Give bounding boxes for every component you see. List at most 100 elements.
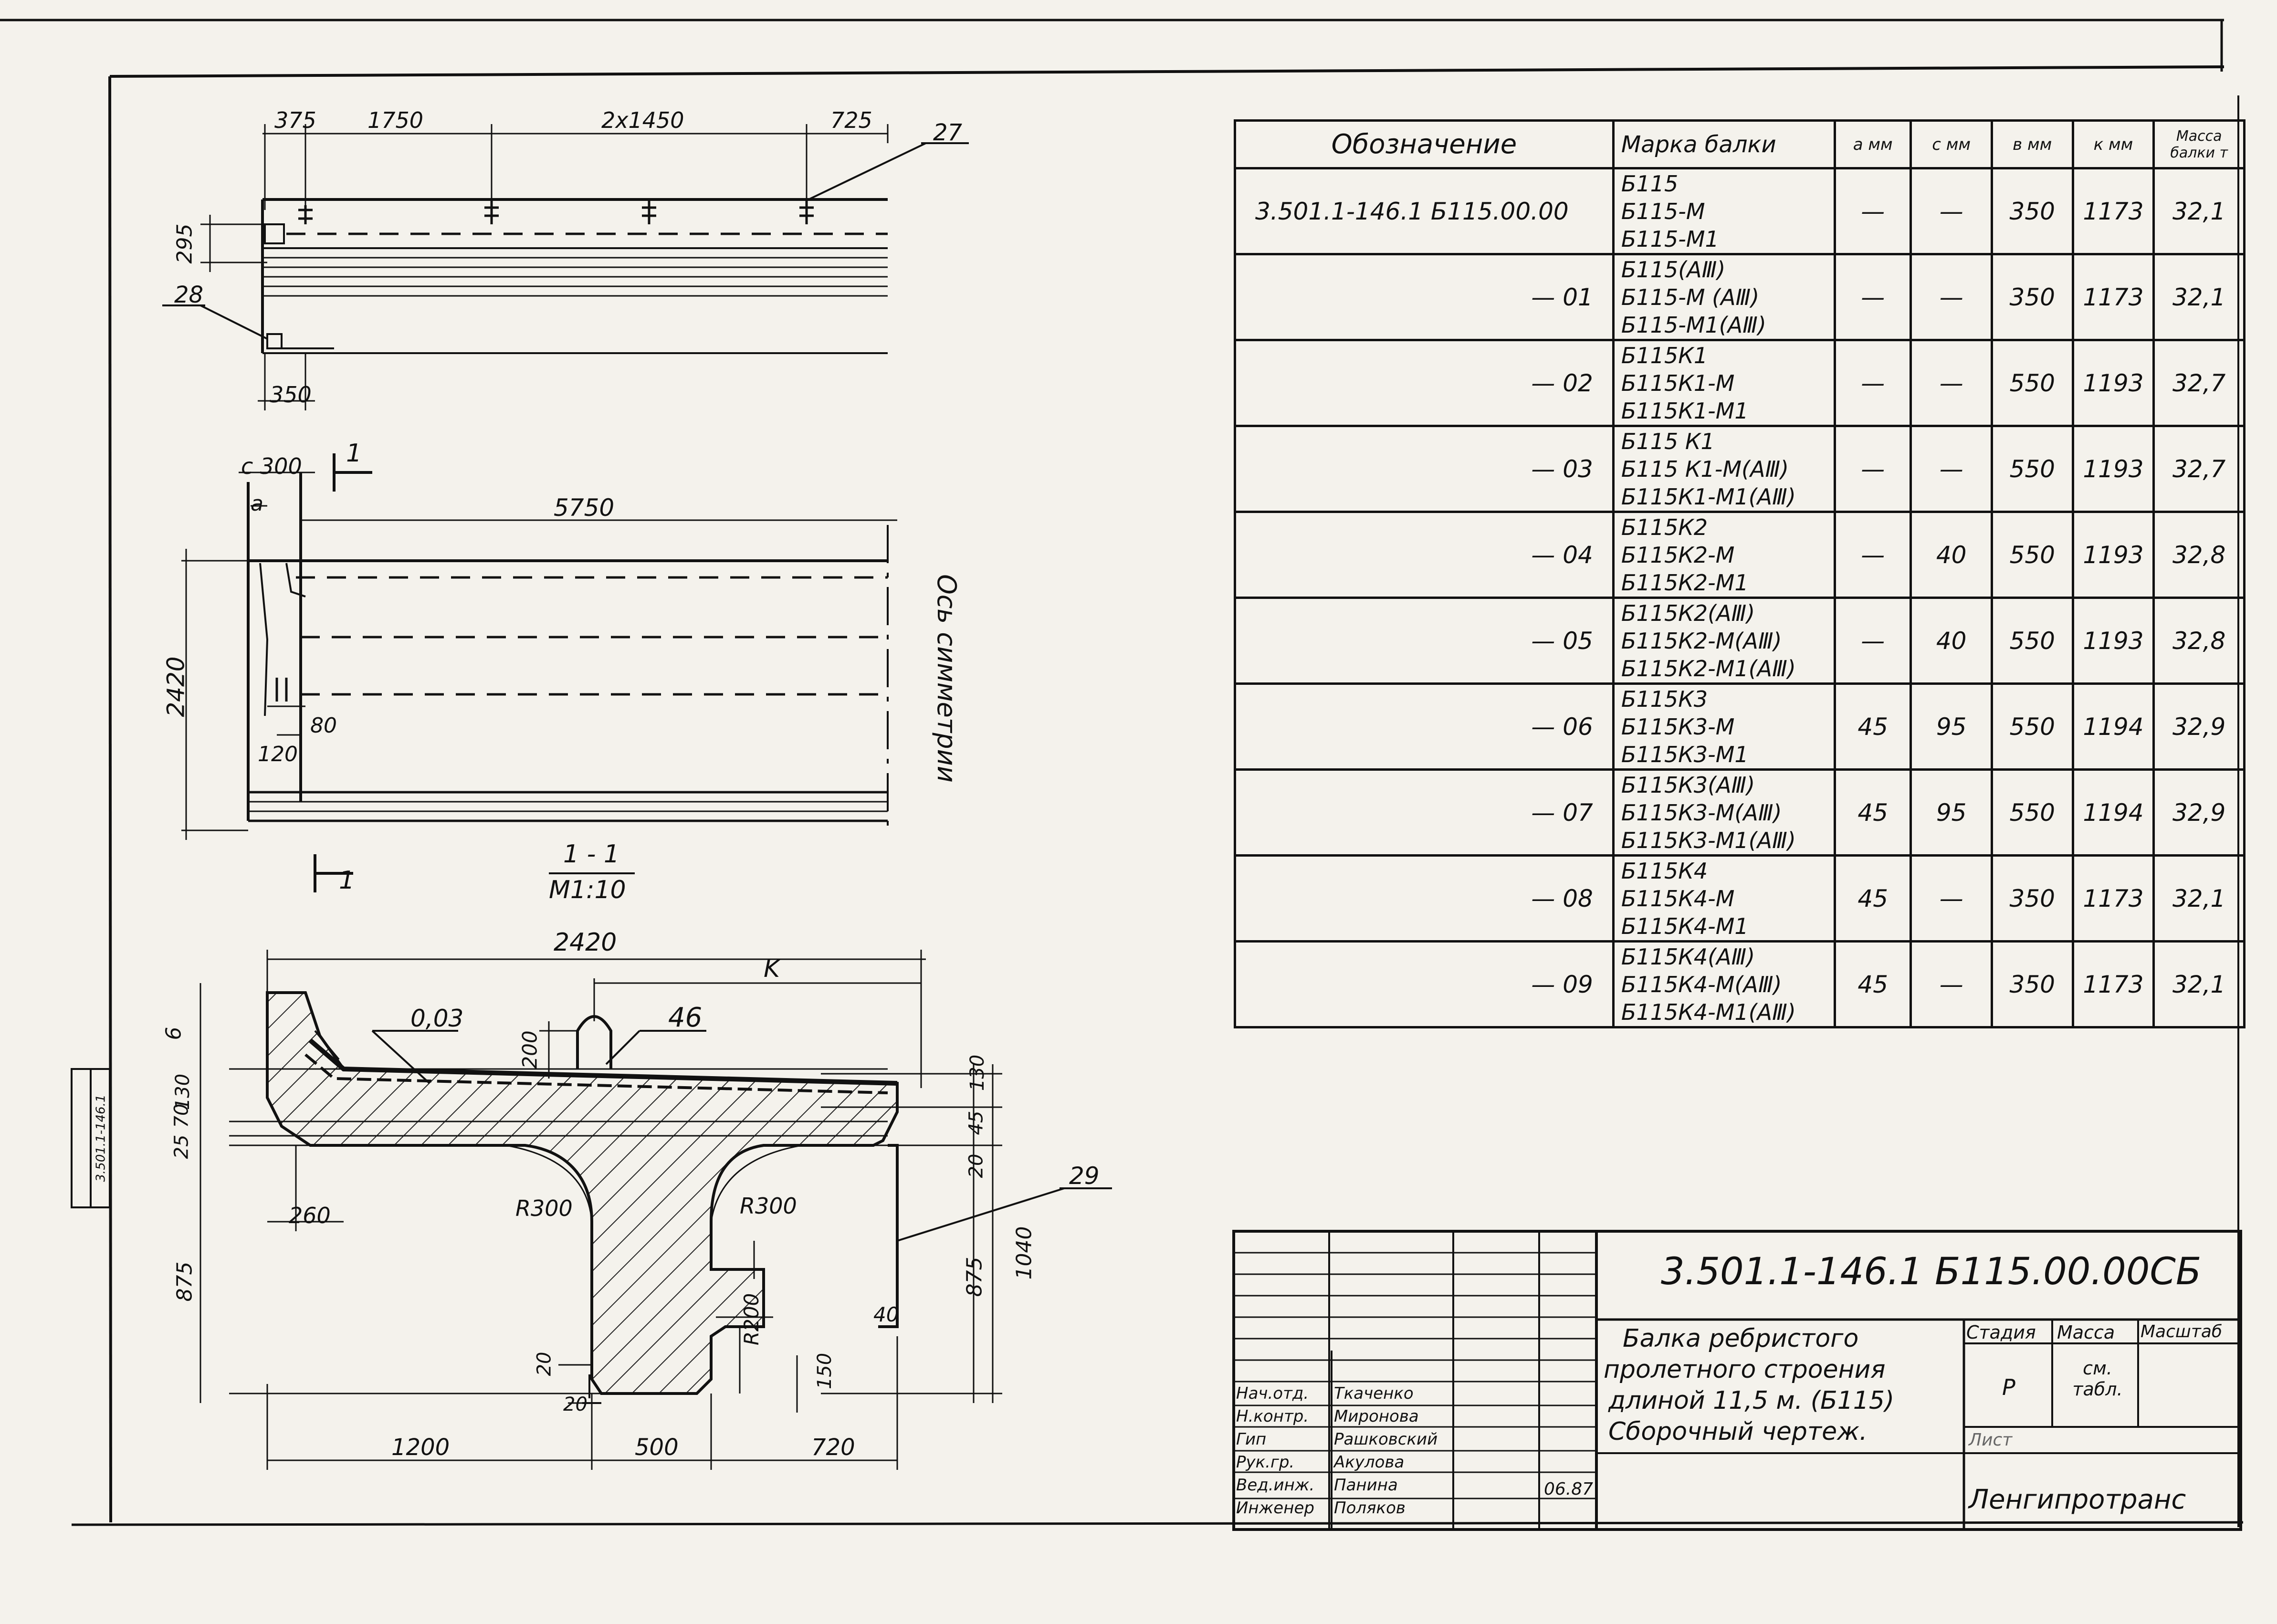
section-mark-top: 1: [346, 439, 362, 468]
dim-875-left: 875: [172, 1261, 197, 1302]
designation-cell: — 05: [1234, 597, 1615, 685]
c-cell: —: [1910, 940, 1993, 1028]
a-cell: —: [1833, 339, 1912, 427]
b-cell: 350: [1990, 253, 2074, 341]
date-value: 06.87: [1544, 1479, 1594, 1499]
a-cell: 45: [1833, 682, 1912, 771]
c-cell: 95: [1910, 768, 1993, 857]
mark-line: Б115К3: [1621, 686, 1708, 712]
dim-c300: c 300: [241, 453, 302, 479]
b-cell: 350: [1990, 940, 2074, 1028]
section-scale: М1:10: [549, 876, 626, 904]
k-cell: 1173: [2071, 854, 2155, 943]
designation-cell: — 09: [1234, 940, 1615, 1028]
designation-cell: — 06: [1234, 682, 1615, 771]
designation-cell: — 08: [1234, 854, 1615, 943]
side-stamp-box: [71, 1068, 111, 1208]
mark-cell: Б115К2(АⅢ)Б115К2-М(АⅢ)Б115К2-М1(АⅢ): [1612, 597, 1836, 685]
c-cell: —: [1910, 339, 1993, 427]
k-cell: 1193: [2071, 425, 2155, 513]
dim-40: 40: [873, 1303, 899, 1326]
mark-line: Б115-М (АⅢ): [1621, 284, 1760, 310]
a-cell: —: [1833, 597, 1912, 685]
dim-500: 500: [635, 1434, 679, 1461]
mark-line: Б115К2-М(АⅢ): [1621, 628, 1782, 654]
staff-role: Инженер: [1236, 1498, 1314, 1518]
title-block-frame: [1232, 1230, 2242, 1531]
label-003: 0,03: [410, 1005, 464, 1032]
mark-line: Б115К1: [1621, 342, 1708, 368]
mark-line: Б115К3-М1(АⅢ): [1621, 827, 1796, 853]
mass-cell: 32,1: [2152, 253, 2246, 341]
dim-5750: 5750: [554, 494, 615, 522]
dim-295: 295: [172, 223, 197, 264]
staff-role: Н.контр.: [1236, 1407, 1309, 1426]
section-mark-bottom: 1: [339, 866, 355, 895]
b-cell: 550: [1990, 768, 2074, 857]
mark-line: Б115К4-М1(АⅢ): [1621, 999, 1796, 1025]
dim-25: 25: [170, 1134, 193, 1159]
mark-line: Б115-М1: [1621, 226, 1719, 252]
staff-name: Рашковский: [1334, 1430, 1438, 1449]
staff-role: Нач.отд.: [1236, 1384, 1309, 1403]
b-cell: 550: [1990, 511, 2074, 599]
designation-cell: — 01: [1234, 253, 1615, 341]
designation-cell: — 03: [1234, 425, 1615, 513]
mark-line: Б115К3(АⅢ): [1621, 772, 1755, 798]
title-line-4: Сборочный чертеж.: [1608, 1417, 1868, 1446]
dim-200: 200: [518, 1030, 542, 1069]
k-cell: 1193: [2071, 597, 2155, 685]
mark-cell: Б115(АⅢ)Б115-М (АⅢ)Б115-М1(АⅢ): [1612, 253, 1836, 341]
section-shape: [272, 993, 897, 1408]
symmetry-axis-label: Ось симметрии: [931, 574, 962, 783]
top-view: [162, 124, 969, 410]
dim-720: 720: [811, 1434, 855, 1461]
c-cell: —: [1910, 167, 1993, 255]
col-header-k: к мм: [2071, 119, 2155, 169]
staff-name: Поляков: [1334, 1498, 1406, 1518]
designation-cell: 3.501.1-146.1 Б115.00.00: [1234, 167, 1615, 255]
spec-table: Обозначение Марка балки a мм c мм в мм к…: [1234, 119, 2246, 1028]
mark-line: Б115(АⅢ): [1621, 256, 1726, 283]
col-header-mark: Марка балки: [1612, 119, 1836, 169]
col-header-a: a мм: [1833, 119, 1912, 169]
mark-line: Б115: [1621, 170, 1679, 197]
staff-role: Гип: [1236, 1430, 1267, 1449]
b-cell: 550: [1990, 597, 2074, 685]
mass-cell: 32,9: [2152, 682, 2246, 771]
dim-a: a: [251, 492, 263, 516]
callout-27: 27: [933, 119, 963, 146]
dim-20-right: 20: [965, 1153, 987, 1178]
mass-cell: 32,7: [2152, 339, 2246, 427]
mark-line: Б115К3-М(АⅢ): [1621, 799, 1782, 826]
dim-2420-side: 2420: [162, 656, 190, 717]
label-r200: R200: [740, 1293, 764, 1346]
staff-role: Рук.гр.: [1236, 1453, 1295, 1472]
scale-header: Масштаб: [2141, 1322, 2223, 1341]
dim-1040: 1040: [1012, 1226, 1037, 1280]
k-cell: 1173: [2071, 940, 2155, 1028]
a-cell: 45: [1833, 768, 1912, 857]
mark-line: Б115-М: [1621, 198, 1705, 224]
designation-cell: — 02: [1234, 339, 1615, 427]
mark-line: Б115К3-М: [1621, 713, 1735, 740]
col-header-mass: Масса балки т: [2152, 119, 2246, 169]
mark-line: Б115К4(АⅢ): [1621, 943, 1755, 970]
mark-line: Б115К3-М1: [1621, 741, 1749, 767]
staff-name: Панина: [1334, 1476, 1398, 1495]
c-cell: —: [1910, 253, 1993, 341]
k-cell: 1193: [2071, 511, 2155, 599]
b-cell: 350: [1990, 167, 2074, 255]
dim-45-right: 45: [965, 1111, 987, 1135]
